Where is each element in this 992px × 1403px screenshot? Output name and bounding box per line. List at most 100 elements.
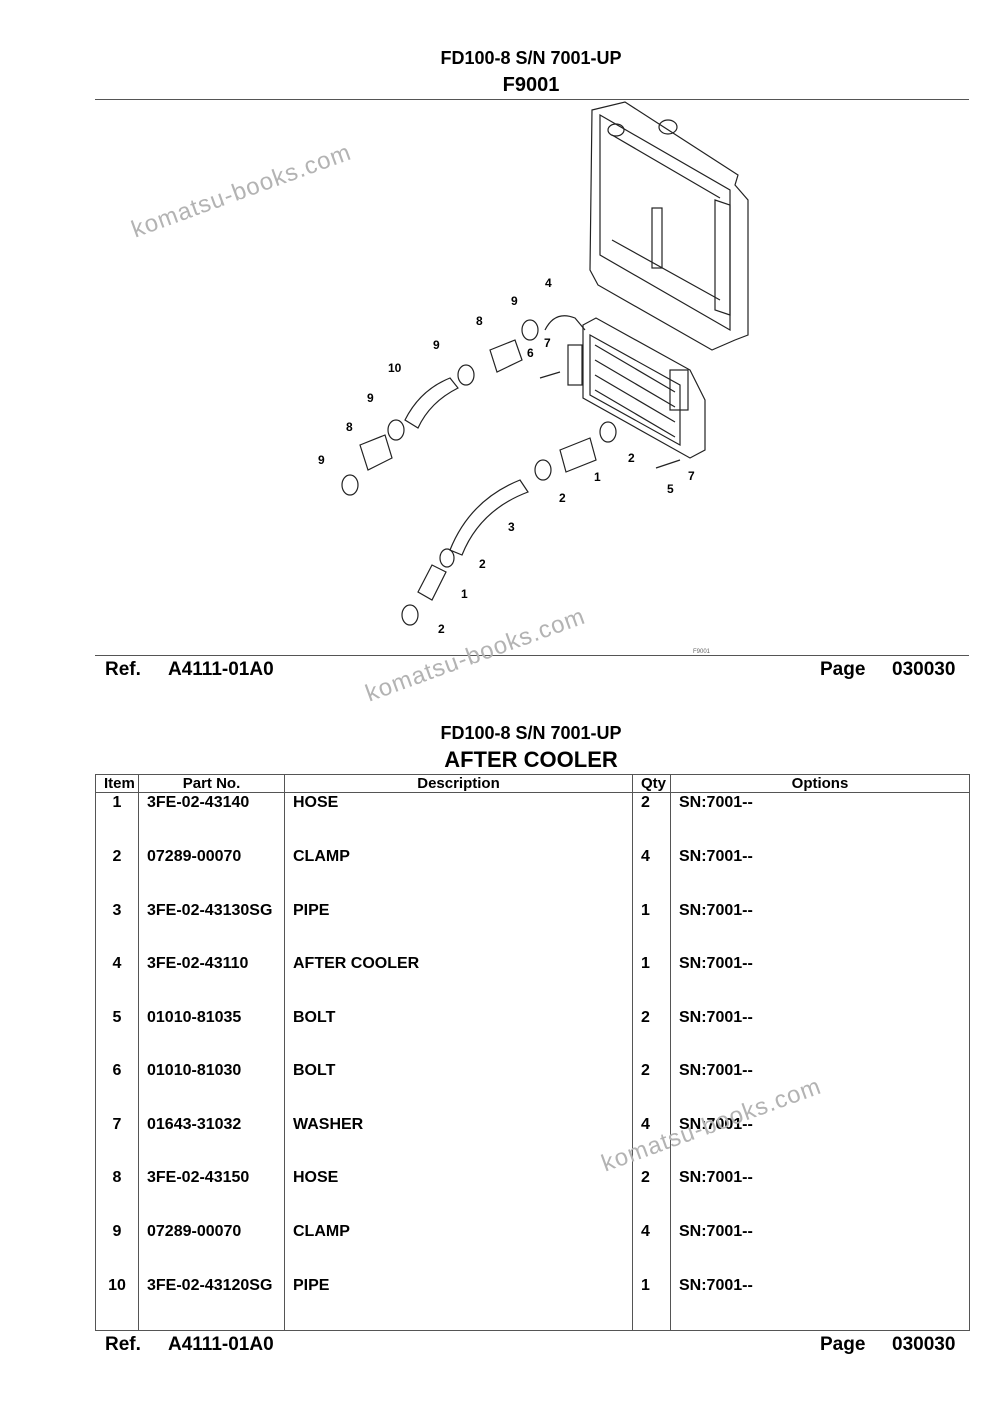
item-number: 2 — [95, 847, 139, 901]
item-number: 6 — [95, 1061, 139, 1115]
col-header-item: Item — [95, 774, 139, 793]
after-cooler-exploded-diagram: 4 9 8 7 6 9 10 9 8 9 2 1 7 5 2 3 2 1 2 F… — [318, 101, 749, 655]
callout-2c: 2 — [479, 557, 486, 571]
quantity: 2 — [632, 792, 671, 848]
pipe-10 — [404, 377, 459, 429]
options: SN:7001-- — [670, 792, 970, 848]
header-divider — [95, 99, 969, 100]
part-number: 3FE-02-43140 — [138, 792, 285, 848]
callout-4: 4 — [545, 276, 552, 290]
callout-1b: 1 — [461, 587, 468, 601]
pipe-3 — [449, 479, 529, 556]
item-number: 5 — [95, 1007, 139, 1062]
item-number: 3 — [95, 900, 139, 955]
table-filler-row — [95, 1329, 970, 1332]
callout-6: 6 — [527, 346, 534, 360]
parts-table: Item Part No. Description Qty Options 1 … — [95, 774, 970, 1332]
table-header-row: Item Part No. Description Qty Options — [95, 774, 970, 793]
callout-7b: 7 — [688, 469, 695, 483]
ref-value-top: A4111-01A0 — [168, 659, 274, 680]
table-row: 7 01643-31032 WASHER 4 SN:7001-- — [95, 1114, 970, 1169]
quantity: 1 — [632, 900, 671, 955]
callout-7: 7 — [544, 336, 551, 350]
description: WASHER — [284, 1114, 633, 1169]
options: SN:7001-- — [670, 1061, 970, 1115]
callout-9: 9 — [511, 294, 518, 308]
hose-upper-4 — [544, 315, 586, 331]
ref-label-bottom: Ref. — [105, 1334, 141, 1355]
ref-value-bottom: A4111-01A0 — [168, 1334, 274, 1355]
part-number: 3FE-02-43110 — [138, 954, 285, 1008]
item-number: 4 — [95, 954, 139, 1008]
table-row: 8 3FE-02-43150 HOSE 2 SN:7001-- — [95, 1168, 970, 1222]
callout-3: 3 — [508, 520, 515, 534]
section-title: AFTER COOLER — [444, 747, 618, 772]
callout-1: 1 — [594, 470, 601, 484]
callout-5: 5 — [667, 482, 674, 496]
callout-2d: 2 — [438, 622, 445, 636]
description: PIPE — [284, 1275, 633, 1330]
options: SN:7001-- — [670, 847, 970, 901]
description: AFTER COOLER — [284, 954, 633, 1008]
ref-label-top: Ref. — [105, 659, 141, 680]
figure-code: F9001 — [693, 649, 711, 655]
options: SN:7001-- — [670, 1007, 970, 1062]
callout-2: 2 — [628, 451, 635, 465]
item-number: 8 — [95, 1168, 139, 1222]
item-number: 9 — [95, 1222, 139, 1276]
col-header-part-no: Part No. — [138, 774, 285, 793]
page-value-bottom: 030030 — [892, 1334, 956, 1355]
quantity: 1 — [632, 1275, 671, 1330]
model-title-top: FD100-8 S/N 7001-UP — [440, 48, 622, 68]
options: SN:7001-- — [670, 954, 970, 1008]
description: BOLT — [284, 1061, 633, 1115]
col-header-options: Options — [670, 774, 970, 793]
callout-10: 10 — [388, 361, 402, 375]
quantity: 2 — [632, 1061, 671, 1115]
options: SN:7001-- — [670, 1275, 970, 1330]
description: CLAMP — [284, 1222, 633, 1276]
part-number: 3FE-02-43150 — [138, 1168, 285, 1222]
figure-number: F9001 — [502, 74, 560, 96]
description: PIPE — [284, 900, 633, 955]
part-number: 01010-81030 — [138, 1061, 285, 1115]
part-number: 01010-81035 — [138, 1007, 285, 1062]
callout-8: 8 — [476, 314, 483, 328]
options: SN:7001-- — [670, 1168, 970, 1222]
table-row: 4 3FE-02-43110 AFTER COOLER 1 SN:7001-- — [95, 954, 970, 1008]
quantity: 2 — [632, 1007, 671, 1062]
part-number: 01643-31032 — [138, 1114, 285, 1169]
radiator-outline — [589, 101, 749, 351]
model-title-bottom: FD100-8 S/N 7001-UP — [440, 723, 622, 743]
description: HOSE — [284, 792, 633, 848]
options: SN:7001-- — [670, 1114, 970, 1169]
page-value-top: 030030 — [892, 659, 956, 680]
callout-9c: 9 — [367, 391, 374, 405]
item-number: 7 — [95, 1114, 139, 1169]
item-number: 1 — [95, 792, 139, 848]
quantity: 4 — [632, 847, 671, 901]
options: SN:7001-- — [670, 1222, 970, 1276]
table-row: 5 01010-81035 BOLT 2 SN:7001-- — [95, 1007, 970, 1062]
callout-8b: 8 — [346, 420, 353, 434]
description: BOLT — [284, 1007, 633, 1062]
table-row: 6 01010-81030 BOLT 2 SN:7001-- — [95, 1061, 970, 1115]
part-number: 3FE-02-43120SG — [138, 1275, 285, 1330]
table-row: 2 07289-00070 CLAMP 4 SN:7001-- — [95, 847, 970, 901]
description: HOSE — [284, 1168, 633, 1222]
table-row: 10 3FE-02-43120SG PIPE 1 SN:7001-- — [95, 1275, 970, 1330]
callout-9d: 9 — [318, 453, 325, 467]
quantity: 4 — [632, 1222, 671, 1276]
table-row: 9 07289-00070 CLAMP 4 SN:7001-- — [95, 1222, 970, 1276]
item-number: 10 — [95, 1275, 139, 1330]
description: CLAMP — [284, 847, 633, 901]
col-header-description: Description — [284, 774, 633, 793]
callout-2b: 2 — [559, 491, 566, 505]
part-number: 07289-00070 — [138, 847, 285, 901]
quantity: 1 — [632, 954, 671, 1008]
diagram-bottom-divider — [95, 655, 969, 656]
part-number: 3FE-02-43130SG — [138, 900, 285, 955]
callout-9b: 9 — [433, 338, 440, 352]
page-label-bottom: Page — [820, 1334, 866, 1355]
page-label-top: Page — [820, 659, 866, 680]
